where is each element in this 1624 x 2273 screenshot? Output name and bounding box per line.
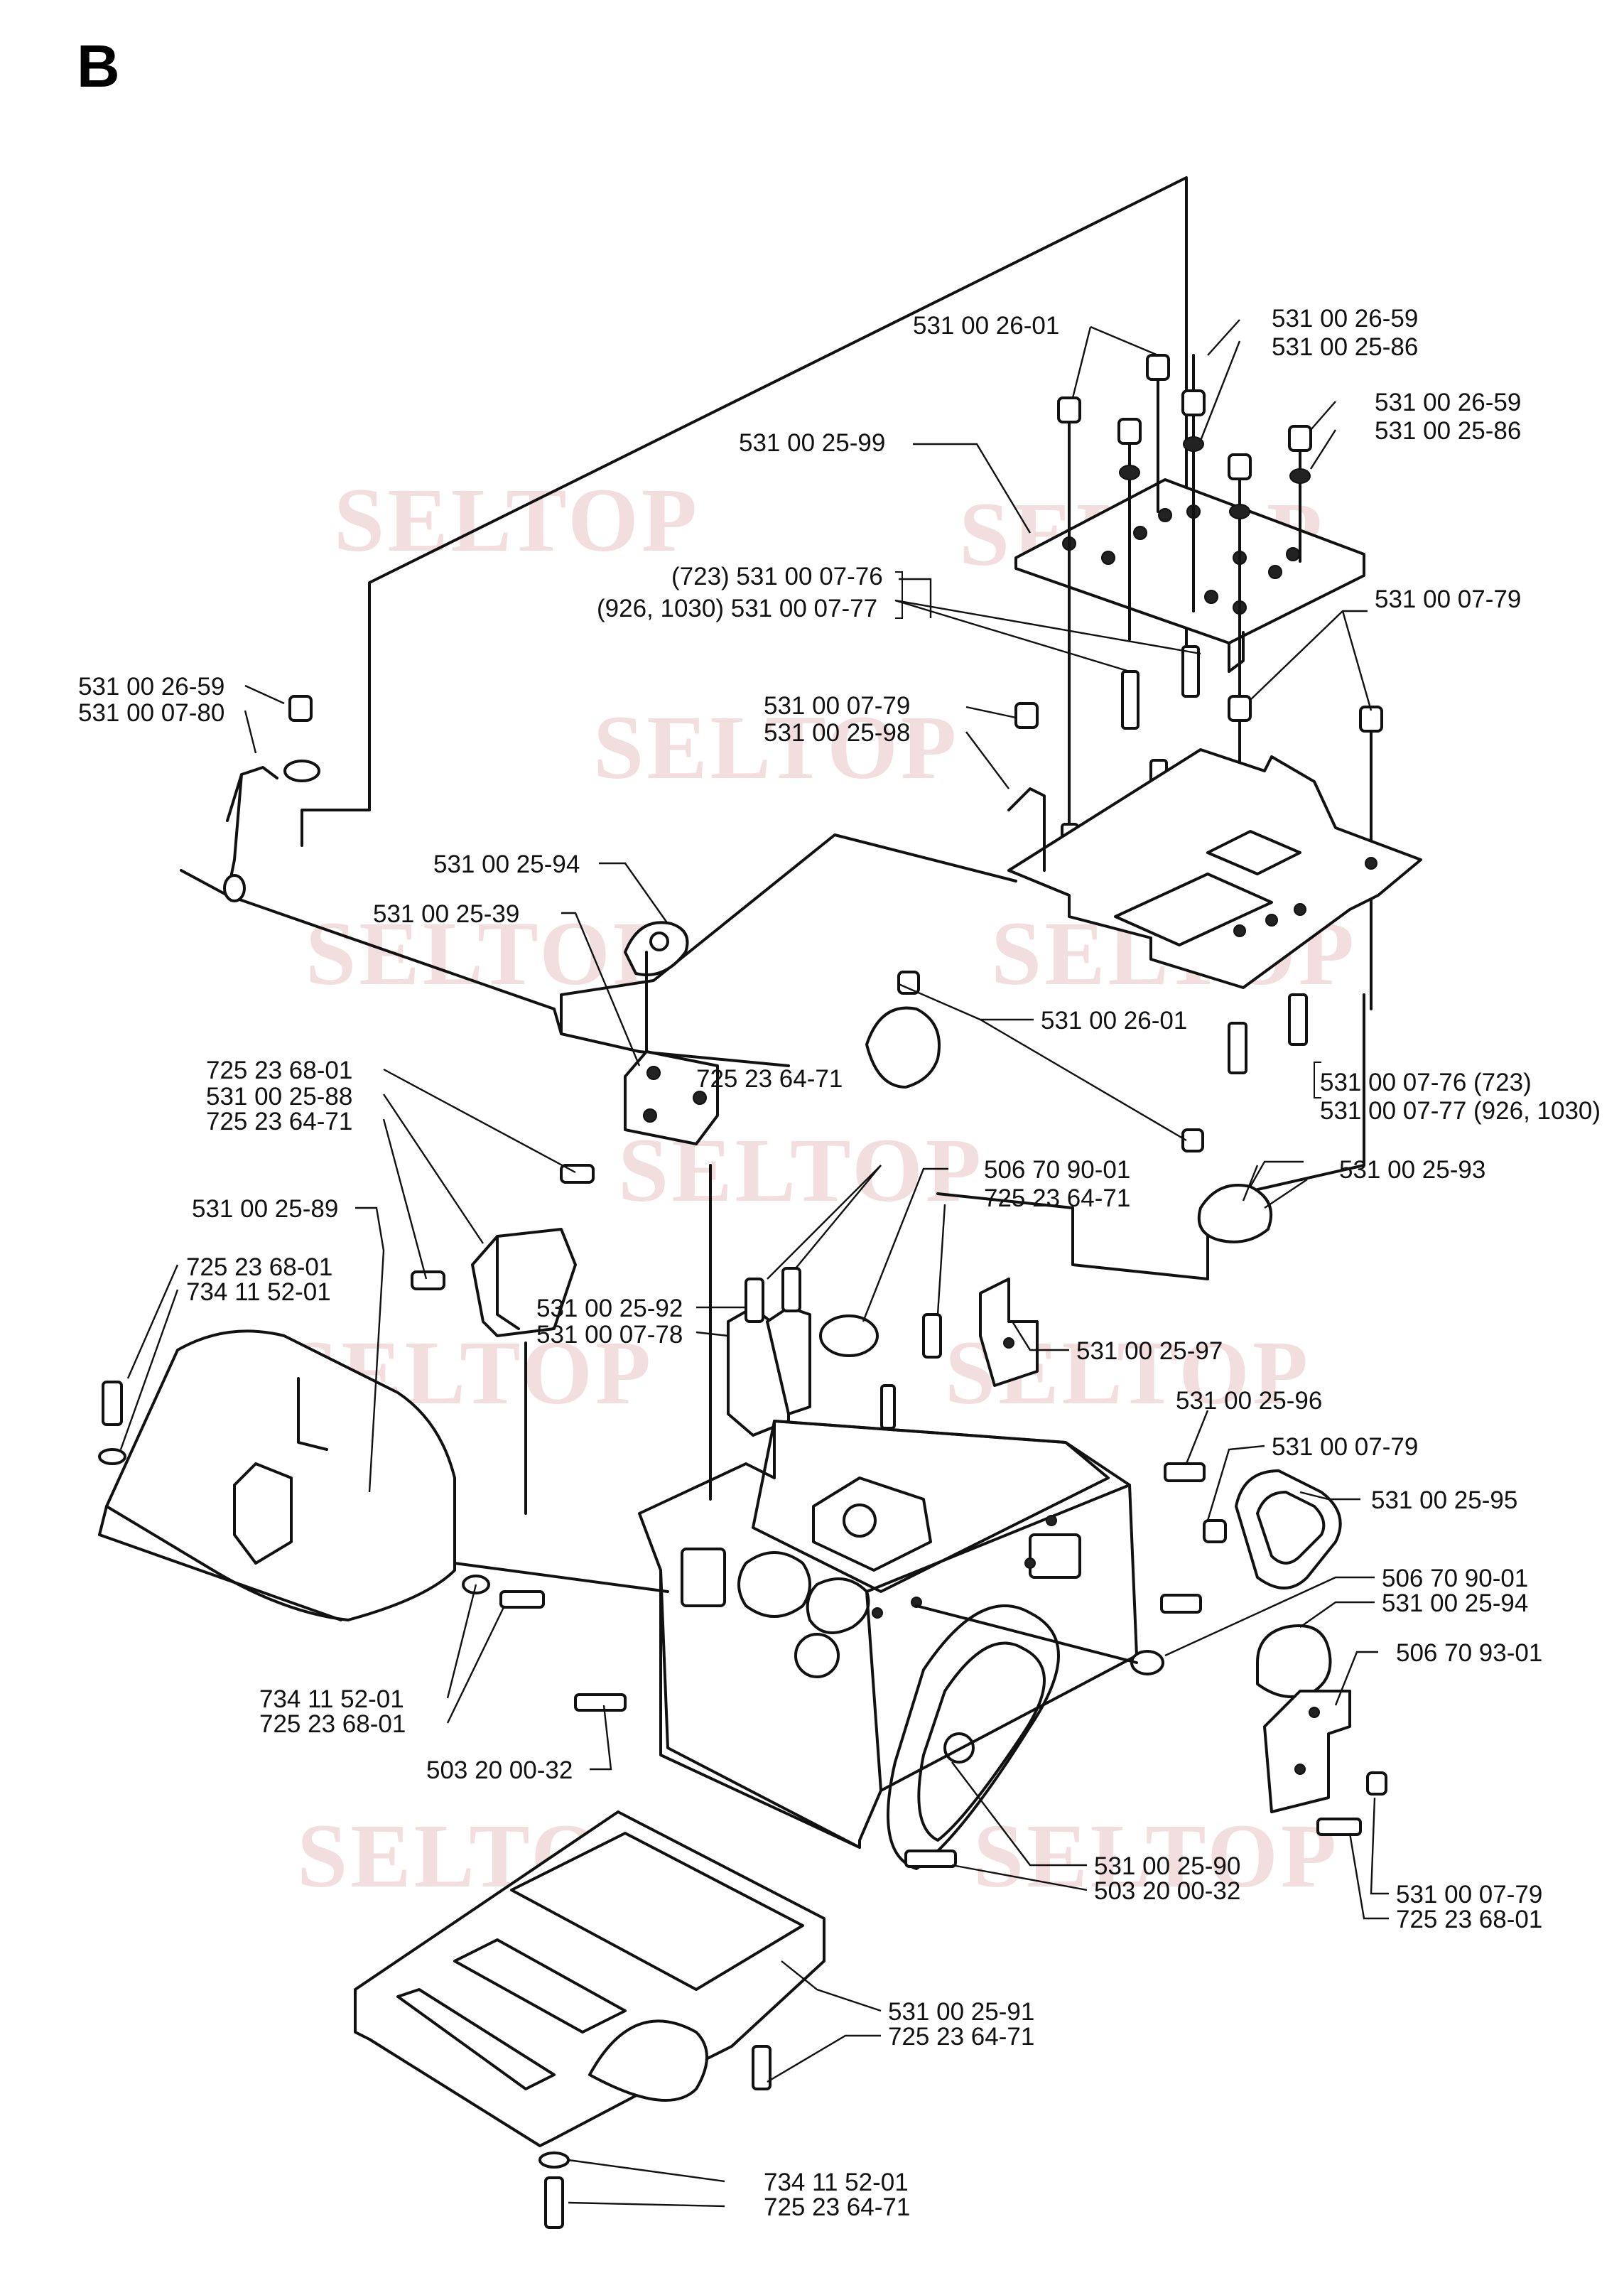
damper-right	[915, 1604, 1332, 1698]
isolator-mounts	[865, 971, 1272, 1243]
watermark-3: SELTOP	[593, 697, 959, 798]
label-531-00-25-97: 531 00 25-97	[1076, 1337, 1223, 1365]
bracket-506-70-93	[1263, 1690, 1387, 1836]
label-531-00-07-80: 531 00 07-80	[78, 699, 224, 727]
label-531-00-07-77-926-1030: 531 00 07-77 (926, 1030)	[1320, 1097, 1601, 1125]
label-725-23-68-01-a: 725 23 68-01	[206, 1057, 352, 1084]
tension-rod-assembly	[223, 695, 320, 902]
guide-bracket-25-88	[411, 1164, 595, 1337]
lower-mounting-frame	[1007, 748, 1422, 1074]
belt-cover-25-89	[98, 1329, 545, 1621]
mounting-bracket-25-39	[624, 951, 719, 1145]
label-723-531-00-07-76: (723) 531 00 07-76	[671, 563, 883, 590]
label-531-00-07-79-bottom: 531 00 07-79	[1396, 1881, 1542, 1908]
label-725-23-68-01-b: 725 23 68-01	[186, 1253, 332, 1281]
cable-lines	[180, 176, 1365, 1280]
label-725-23-64-71-b: 725 23 64-71	[696, 1065, 843, 1093]
label-734-11-52-01-b: 734 11 52-01	[259, 1685, 404, 1713]
label-531-00-26-59-a: 531 00 26-59	[1272, 305, 1418, 333]
label-531-00-25-93: 531 00 25-93	[1339, 1156, 1485, 1184]
label-506-70-90-01-b: 506 70 90-01	[1382, 1565, 1528, 1592]
leader-lines	[119, 319, 1389, 2208]
label-531-00-25-99: 531 00 25-99	[739, 429, 885, 457]
label-531-00-26-01-mid: 531 00 26-01	[1041, 1007, 1187, 1035]
small-bracket-top	[624, 921, 689, 976]
watermark-10: SELTOP	[973, 1805, 1339, 1906]
watermark-1: SELTOP	[334, 470, 700, 571]
label-531-00-25-91: 531 00 25-91	[888, 1998, 1034, 2026]
label-734-11-52-01-c: 734 11 52-01	[764, 2169, 909, 2196]
label-531-00-25-39: 531 00 25-39	[373, 900, 519, 928]
label-725-23-64-71-c: 725 23 64-71	[984, 1184, 1130, 1212]
label-725-23-64-71-a: 725 23 64-71	[206, 1108, 352, 1135]
label-531-00-07-79-mid: 531 00 07-79	[764, 692, 910, 720]
label-531-00-25-94-top: 531 00 25-94	[433, 851, 580, 878]
label-503-20-00-32-b: 503 20 00-32	[1094, 1877, 1240, 1905]
label-506-70-93-01: 506 70 93-01	[1396, 1639, 1542, 1667]
label-531-00-25-86-a: 531 00 25-86	[1272, 333, 1418, 361]
label-725-23-64-71-d: 725 23 64-71	[888, 2023, 1034, 2051]
label-506-70-90-01-a: 506 70 90-01	[984, 1156, 1130, 1184]
part-labels: 531 00 26-01 531 00 26-59 531 00 25-86 5…	[78, 305, 1601, 2221]
label-531-00-26-01-top: 531 00 26-01	[913, 312, 1059, 340]
label-531-00-25-98: 531 00 25-98	[764, 719, 910, 747]
label-531-00-25-89: 531 00 25-89	[192, 1195, 338, 1223]
label-531-00-26-59-left: 531 00 26-59	[78, 673, 224, 701]
label-531-00-25-94-right: 531 00 25-94	[1382, 1589, 1528, 1617]
label-531-00-26-59-b: 531 00 26-59	[1375, 389, 1521, 416]
section-letter: B	[77, 33, 120, 99]
label-725-23-64-71-e: 725 23 64-71	[764, 2193, 910, 2221]
label-734-11-52-01-a: 734 11 52-01	[186, 1278, 331, 1306]
label-531-00-07-79-right: 531 00 07-79	[1272, 1433, 1418, 1461]
label-531-00-25-88: 531 00 25-88	[206, 1083, 352, 1111]
label-531-00-07-79-top: 531 00 07-79	[1375, 585, 1521, 613]
label-531-00-25-92: 531 00 25-92	[536, 1295, 683, 1322]
label-531-00-25-90: 531 00 25-90	[1094, 1852, 1240, 1880]
label-531-00-25-86-b: 531 00 25-86	[1375, 417, 1521, 445]
bottom-plate-25-91	[354, 1810, 825, 2229]
main-chassis-housing	[453, 1164, 1138, 1870]
upper-mounting-plate	[1014, 478, 1365, 673]
label-531-00-07-78: 531 00 07-78	[536, 1321, 683, 1349]
label-503-20-00-32-a: 503 20 00-32	[426, 1756, 573, 1784]
plate-25-95	[1160, 1462, 1342, 1614]
label-531-00-07-76-723: 531 00 07-76 (723)	[1320, 1069, 1532, 1096]
label-926-1030-531-00-07-77: (926, 1030) 531 00 07-77	[597, 595, 877, 622]
label-531-00-25-96: 531 00 25-96	[1176, 1387, 1322, 1415]
label-725-23-68-01-d: 725 23 68-01	[1396, 1906, 1542, 1933]
bracket-25-97	[979, 1278, 1039, 1387]
bolts-503-20	[574, 1693, 957, 1868]
label-725-23-68-01-c: 725 23 68-01	[259, 1710, 406, 1738]
label-531-00-25-95: 531 00 25-95	[1371, 1486, 1517, 1514]
brackets-25-92	[727, 1267, 811, 1437]
